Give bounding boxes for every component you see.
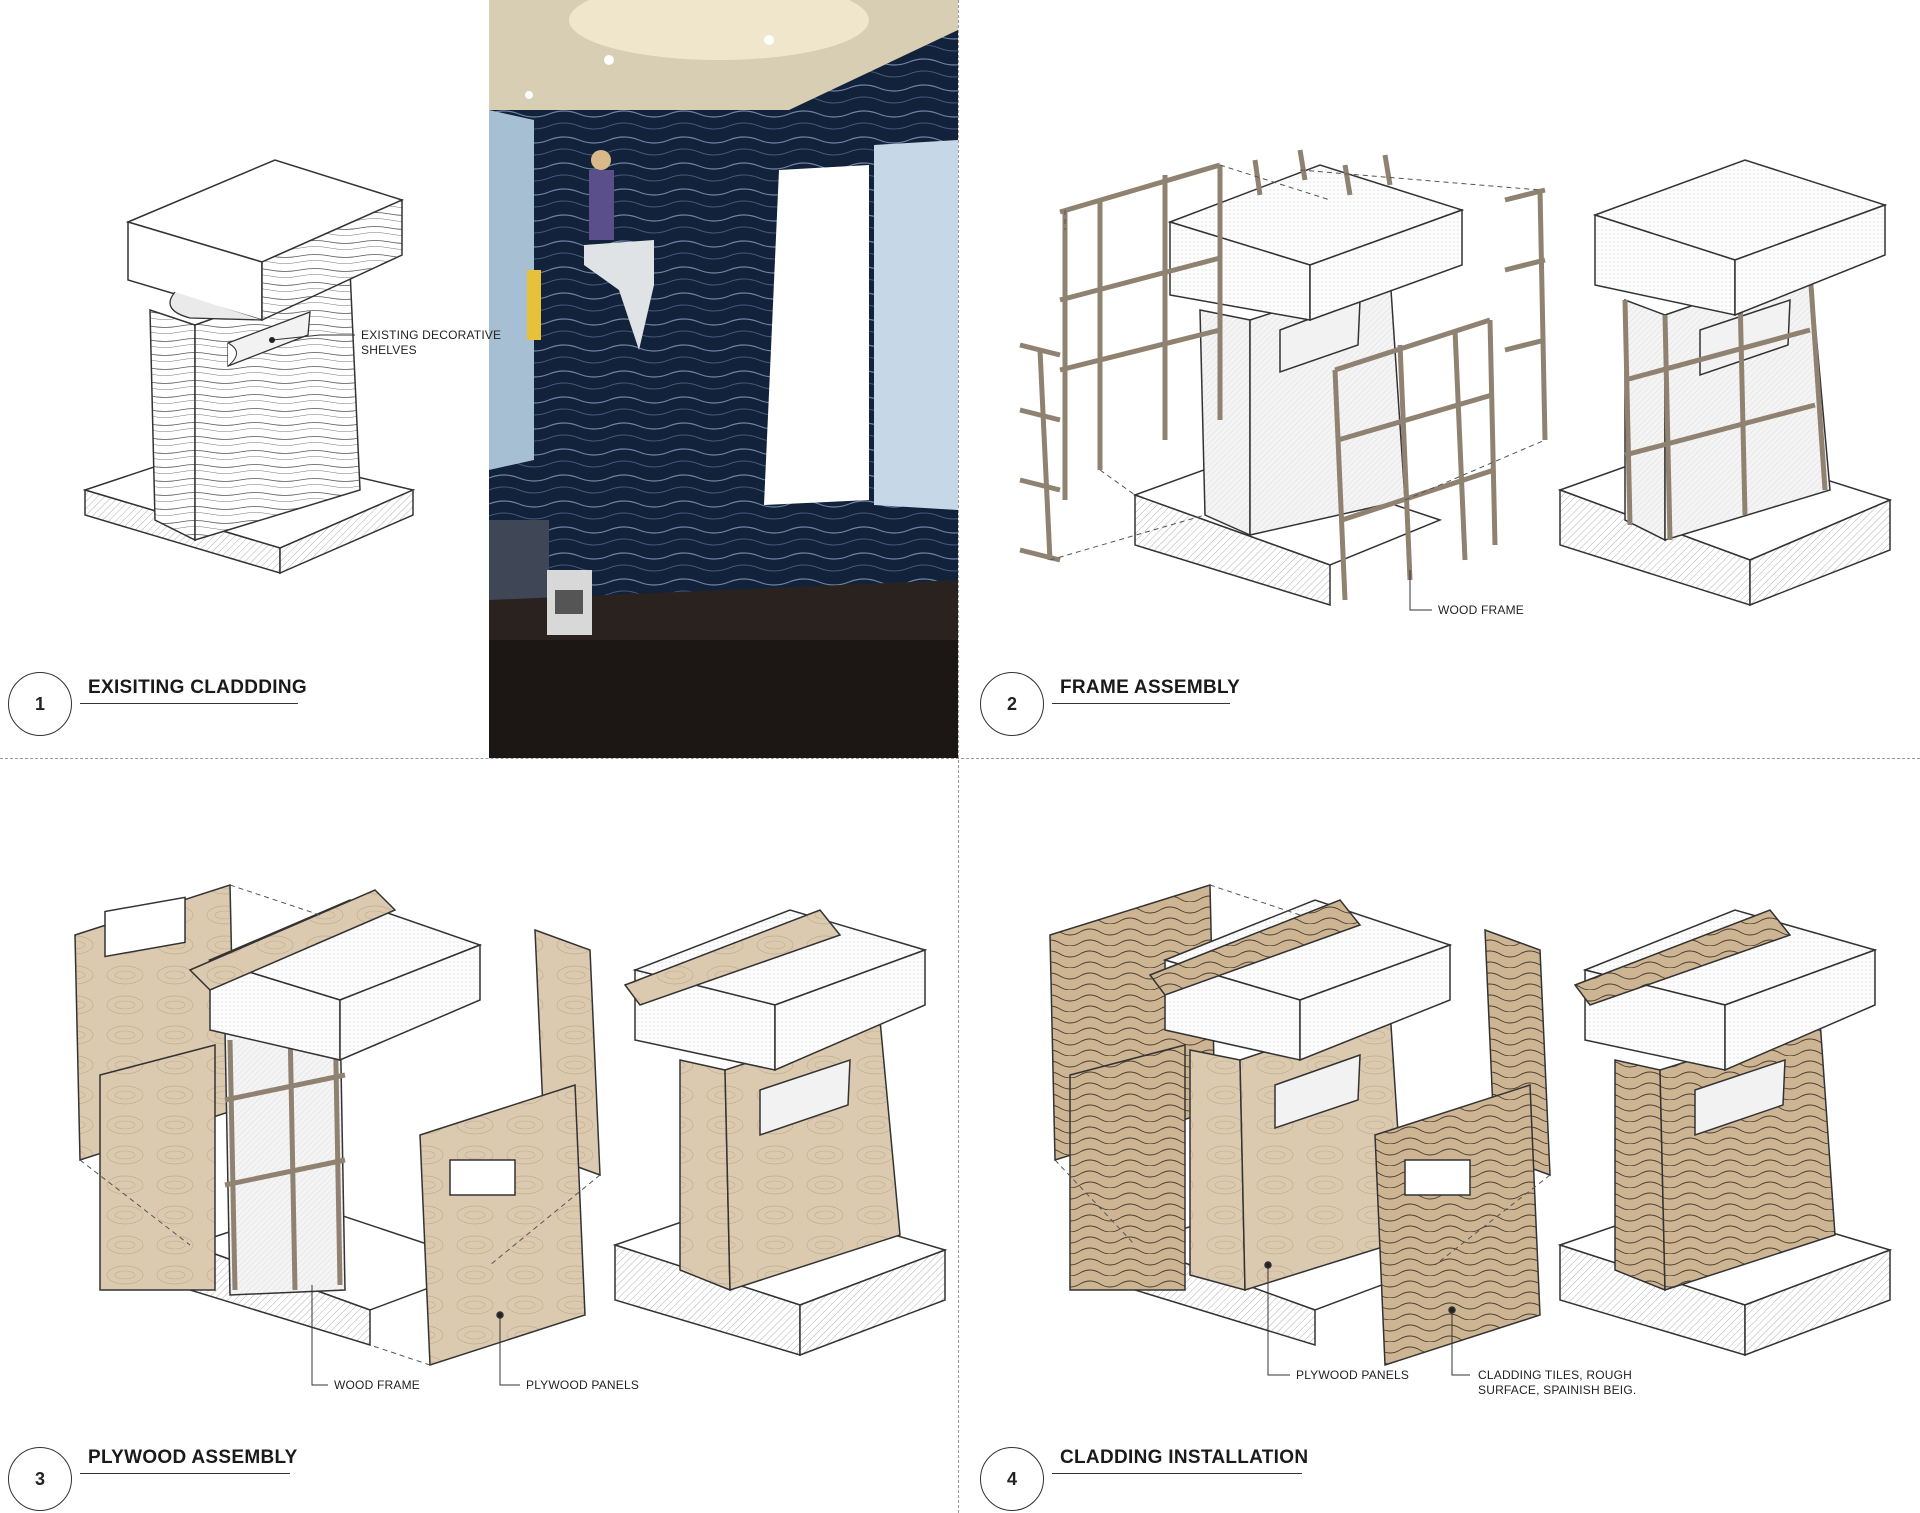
title-underline bbox=[1052, 1473, 1302, 1474]
callout-existing-shelves-line2: SHELVES bbox=[361, 343, 417, 357]
callout-wood-frame-panel3: WOOD FRAME bbox=[334, 1378, 420, 1392]
frame-assembly-exploded-drawing bbox=[1019, 149, 1548, 611]
cladding-installation-exploded-drawing bbox=[1049, 883, 1551, 1376]
title-underline bbox=[80, 1473, 290, 1474]
callout-cladding-tiles: CLADDING TILES, ROUGH SURFACE, SPAINISH … bbox=[1478, 1368, 1636, 1398]
cladding-installation-assembled-drawing bbox=[1557, 909, 1893, 1357]
callout-plywood-panels-panel4: PLYWOOD PANELS bbox=[1296, 1368, 1410, 1382]
reference-photo bbox=[489, 0, 958, 758]
plywood-assembly-exploded-drawing bbox=[74, 883, 601, 1386]
frame-assembly-assembled-drawing bbox=[1557, 159, 1893, 607]
callout-cladding-tiles-line1: CLADDING TILES, ROUGH bbox=[1478, 1368, 1633, 1382]
callout-wood-frame-panel2: WOOD FRAME bbox=[1438, 603, 1524, 617]
panel-number-badge: 2 bbox=[980, 672, 1044, 736]
panel-title: CLADDING INSTALLATION bbox=[1060, 1447, 1309, 1468]
panel-number-badge: 4 bbox=[980, 1447, 1044, 1511]
panel-title: EXISITING CLADDDING bbox=[88, 677, 307, 698]
panel-title: PLYWOOD ASSEMBLY bbox=[88, 1447, 298, 1468]
title-underline bbox=[80, 703, 298, 704]
callout-existing-shelves: EXISTING DECORATIVE SHELVES bbox=[361, 328, 501, 358]
panel-number-badge: 3 bbox=[8, 1447, 72, 1511]
horizontal-divider bbox=[0, 758, 1920, 759]
callout-plywood-panels-panel3: PLYWOOD PANELS bbox=[526, 1378, 640, 1392]
panel-number-badge: 1 bbox=[8, 672, 72, 736]
existing-cladding-drawing bbox=[82, 159, 416, 575]
reference-photo-illustration bbox=[489, 0, 958, 758]
panel-title: FRAME ASSEMBLY bbox=[1060, 677, 1241, 698]
plywood-assembly-assembled-drawing bbox=[612, 909, 948, 1357]
callout-existing-shelves-line1: EXISTING DECORATIVE bbox=[361, 328, 502, 342]
vertical-divider bbox=[958, 0, 959, 1513]
title-underline bbox=[1052, 703, 1230, 704]
callout-cladding-tiles-line2: SURFACE, SPAINISH BEIG. bbox=[1478, 1383, 1637, 1397]
